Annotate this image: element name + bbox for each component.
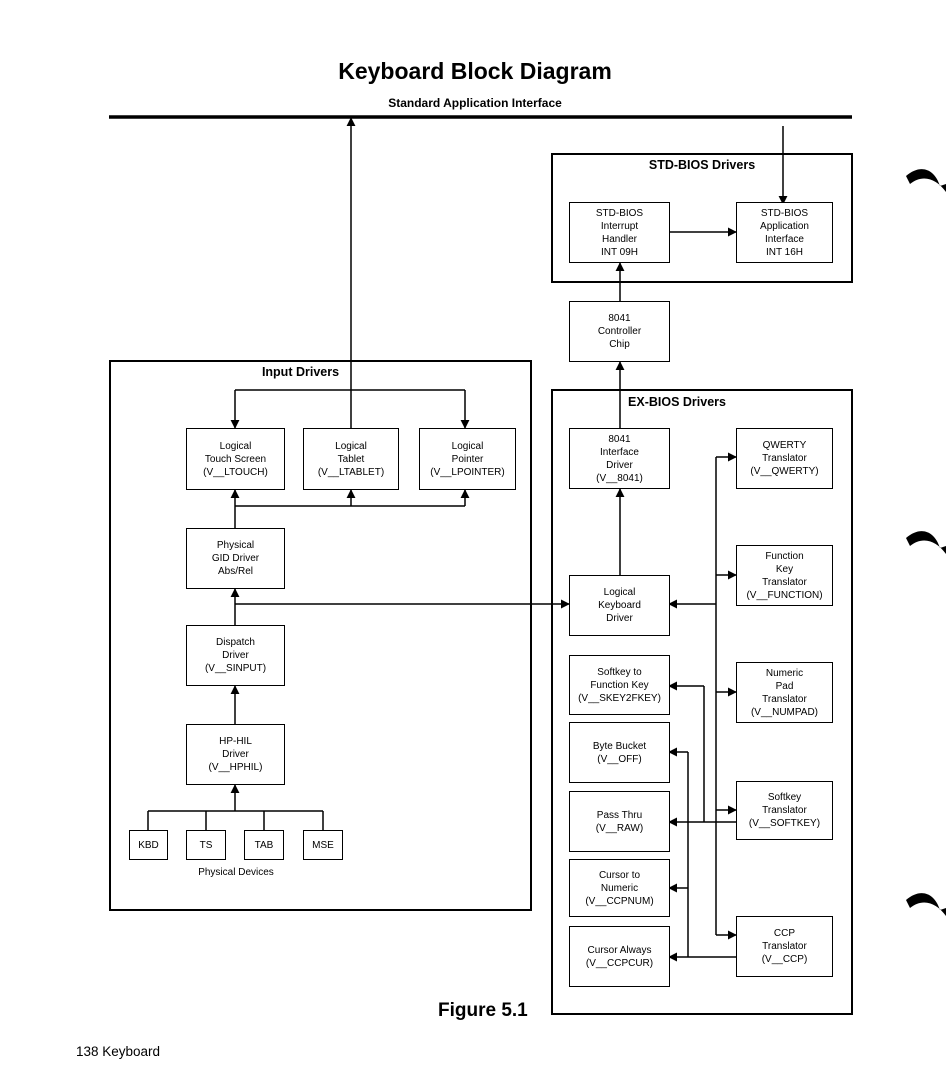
- logical-touch-screen-box: Logical Touch Screen (V__LTOUCH): [186, 428, 285, 490]
- hp-hil-driver-box: HP-HIL Driver (V__HPHIL): [186, 724, 285, 785]
- figure-caption: Figure 5.1: [438, 1000, 528, 1021]
- mse-device-box: MSE: [303, 830, 343, 860]
- ccp-translator-box: CCP Translator (V__CCP): [736, 916, 833, 977]
- function-key-translator-box: Function Key Translator (V__FUNCTION): [736, 545, 833, 606]
- qwerty-translator-box: QWERTY Translator (V__QWERTY): [736, 428, 833, 489]
- numeric-pad-translator-box: Numeric Pad Translator (V__NUMPAD): [736, 662, 833, 723]
- logical-keyboard-driver-box: Logical Keyboard Driver: [569, 575, 670, 636]
- interface-8041-driver-box: 8041 Interface Driver (V__8041): [569, 428, 670, 489]
- controller-8041-chip-box: 8041 Controller Chip: [569, 301, 670, 362]
- logical-tablet-box: Logical Tablet (V__LTABLET): [303, 428, 399, 490]
- diagram-subtitle: Standard Application Interface: [388, 96, 562, 110]
- input-drivers-label: Input Drivers: [261, 365, 340, 379]
- pass-thru-box: Pass Thru (V__RAW): [569, 791, 670, 852]
- binder-tab-mark: [906, 169, 946, 192]
- tab-device-box: TAB: [244, 830, 284, 860]
- logical-pointer-box: Logical Pointer (V__LPOINTER): [419, 428, 516, 490]
- physical-gid-driver-box: Physical GID Driver Abs/Rel: [186, 528, 285, 589]
- diagram-title: Keyboard Block Diagram: [338, 58, 612, 84]
- binder-tab-mark: [906, 893, 946, 916]
- binder-tab-mark: [906, 531, 946, 554]
- std-bios-application-interface-box: STD-BIOS Application Interface INT 16H: [736, 202, 833, 263]
- softkey-translator-box: Softkey Translator (V__SOFTKEY): [736, 781, 833, 840]
- cursor-always-box: Cursor Always (V__CCPCUR): [569, 926, 670, 987]
- cursor-to-numeric-box: Cursor to Numeric (V__CCPNUM): [569, 859, 670, 917]
- ts-device-box: TS: [186, 830, 226, 860]
- std-bios-drivers-label: STD-BIOS Drivers: [648, 158, 756, 172]
- dispatch-driver-box: Dispatch Driver (V__SINPUT): [186, 625, 285, 686]
- kbd-device-box: KBD: [129, 830, 168, 860]
- physical-devices-label: Physical Devices: [198, 867, 274, 878]
- softkey-to-function-key-box: Softkey to Function Key (V__SKEY2FKEY): [569, 655, 670, 715]
- ex-bios-drivers-label: EX-BIOS Drivers: [628, 395, 726, 409]
- page-footer: 138 Keyboard: [76, 1044, 161, 1059]
- std-bios-interrupt-handler-box: STD-BIOS Interrupt Handler INT 09H: [569, 202, 670, 263]
- input-drivers-group: Input Drivers: [109, 360, 532, 911]
- ex-bios-drivers-group: EX-BIOS Drivers: [551, 389, 853, 1015]
- std-bios-drivers-group: STD-BIOS Drivers: [551, 153, 853, 283]
- byte-bucket-box: Byte Bucket (V__OFF): [569, 722, 670, 783]
